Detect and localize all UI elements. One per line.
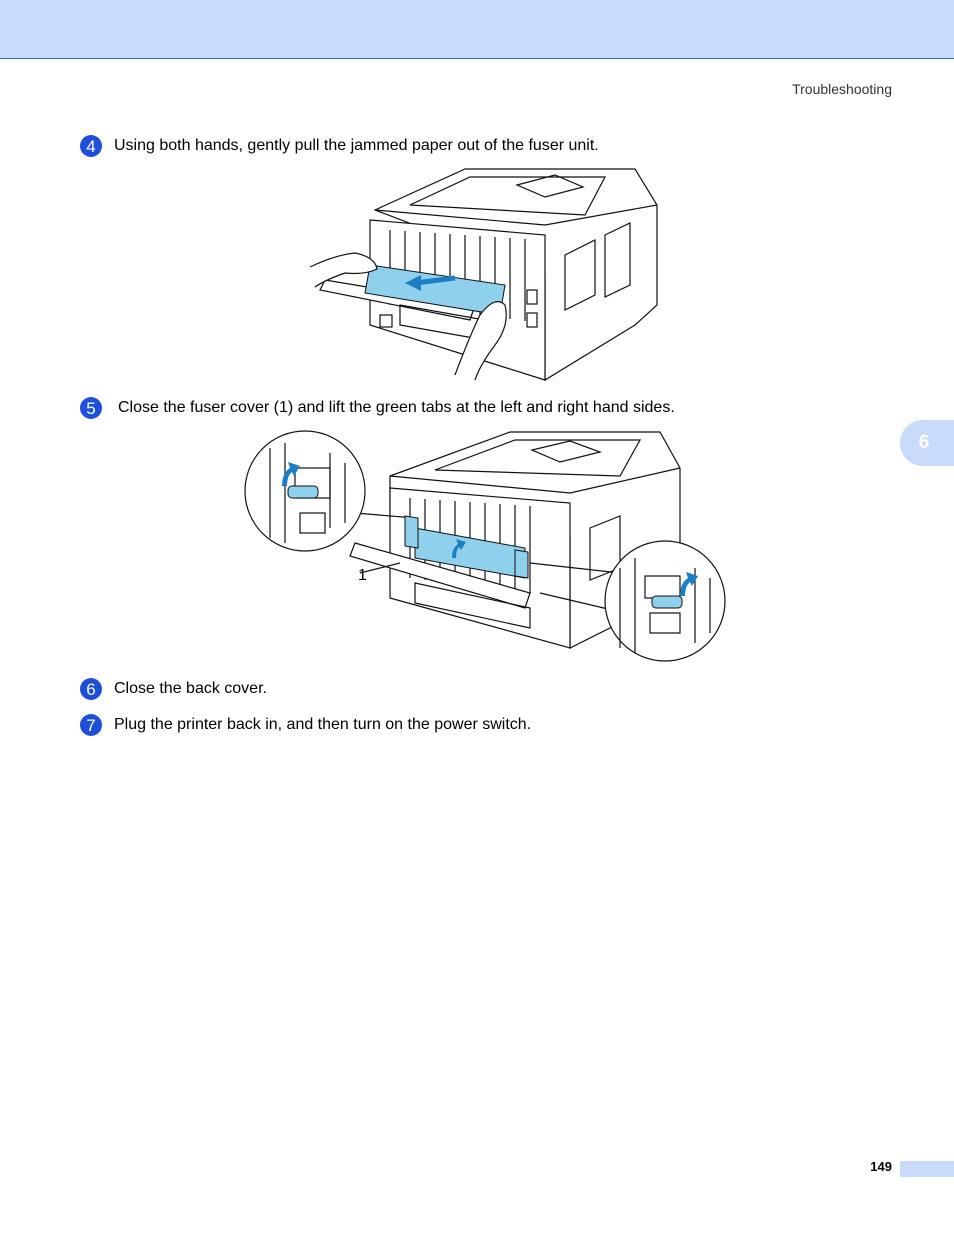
step-number-badge: 6: [80, 678, 102, 700]
step-number-badge: 4: [80, 135, 102, 157]
step-number-badge: 7: [80, 714, 102, 736]
page-number: 149: [870, 1159, 892, 1174]
step-7: 7 Plug the printer back in, and then tur…: [80, 714, 531, 736]
chapter-tab[interactable]: 6: [900, 420, 954, 466]
chapter-tab-number: 6: [918, 432, 930, 453]
step-number-badge: 5: [80, 397, 102, 419]
header-band: [0, 0, 954, 59]
section-title: Troubleshooting: [792, 81, 892, 97]
step-text: Using both hands, gently pull the jammed…: [114, 137, 599, 154]
figure-close-fuser-cover: 1: [244, 430, 726, 662]
figure-pull-jammed-paper: [309, 168, 658, 382]
callout-label-1: 1: [358, 567, 367, 584]
step-text: Close the fuser cover (1) and lift the g…: [118, 399, 675, 416]
step-text: Close the back cover.: [114, 680, 267, 697]
step-6: 6 Close the back cover.: [80, 678, 267, 700]
step-4: 4 Using both hands, gently pull the jamm…: [80, 135, 599, 157]
page-number-bar: [900, 1161, 954, 1177]
step-text: Plug the printer back in, and then turn …: [114, 716, 532, 733]
step-5: 5 Close the fuser cover (1) and lift the…: [80, 397, 675, 419]
